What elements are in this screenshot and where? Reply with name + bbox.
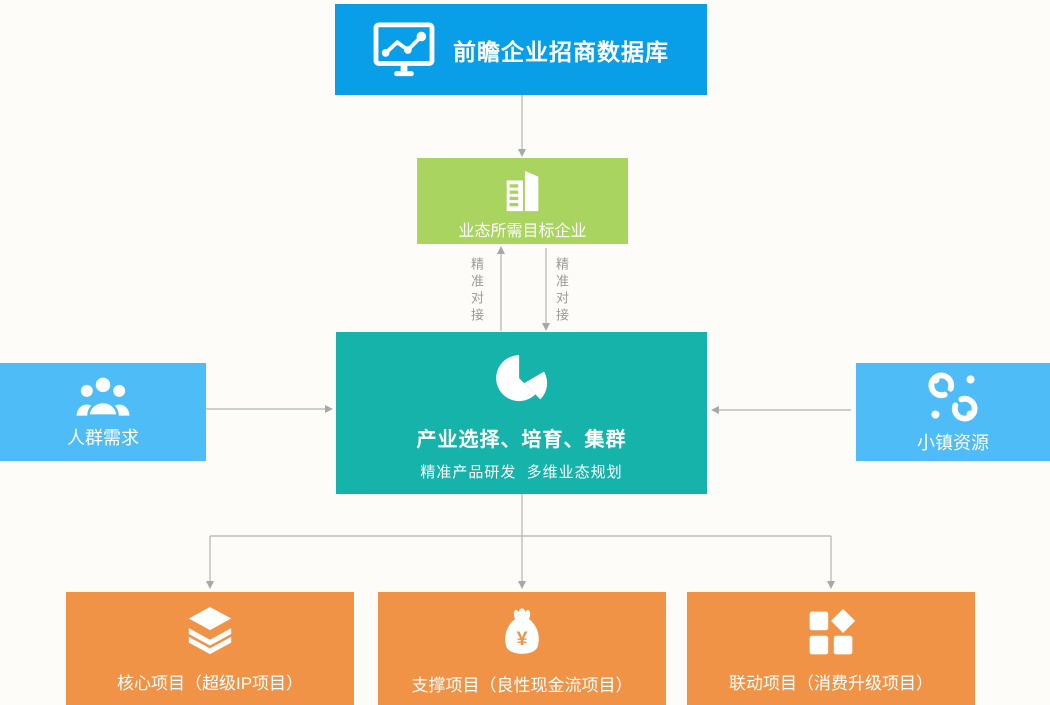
people-group-icon: [74, 374, 132, 418]
node-label: 前瞻企业招商数据库: [453, 38, 669, 65]
node-target-enterprises: 业态所需目标企业: [417, 158, 628, 244]
money-bag-icon: ¥: [499, 606, 545, 661]
precise-matching-label-left: 精准对接: [469, 257, 484, 325]
node-label: 支撑项目（良性现金流项目）: [411, 675, 633, 695]
node-label: 业态所需目标企业: [458, 222, 587, 240]
precise-matching-label-right: 精准对接: [554, 257, 569, 325]
link-knot-icon: [926, 370, 980, 424]
squares-icon: [805, 607, 857, 659]
node-label: 核心项目（超级IP项目）: [116, 674, 304, 693]
monitor-chart-icon: [373, 21, 435, 78]
buildings-icon: [500, 168, 546, 214]
node-town-resources: 小镇资源: [856, 363, 1050, 461]
layers-icon: [183, 607, 237, 659]
node-linkage-project: 联动项目（消费升级项目）: [687, 592, 975, 705]
node-label: 人群需求: [67, 428, 139, 448]
svg-text:¥: ¥: [517, 628, 528, 650]
node-title: 产业选择、培育、集群: [416, 429, 627, 451]
node-subtitle: 精准产品研发 多维业态规划: [420, 464, 623, 481]
node-enterprise-database: 前瞻企业招商数据库: [335, 4, 707, 95]
node-industry-selection: 产业选择、培育、集群 精准产品研发 多维业态规划: [336, 332, 707, 494]
node-label: 联动项目（消费升级项目）: [729, 674, 933, 693]
node-crowd-demand: 人群需求: [0, 363, 206, 461]
node-support-project: ¥ 支撑项目（良性现金流项目）: [378, 592, 666, 705]
pie-chart-icon: [489, 348, 555, 414]
node-label: 小镇资源: [917, 432, 989, 453]
node-core-project: 核心项目（超级IP项目）: [66, 592, 354, 705]
